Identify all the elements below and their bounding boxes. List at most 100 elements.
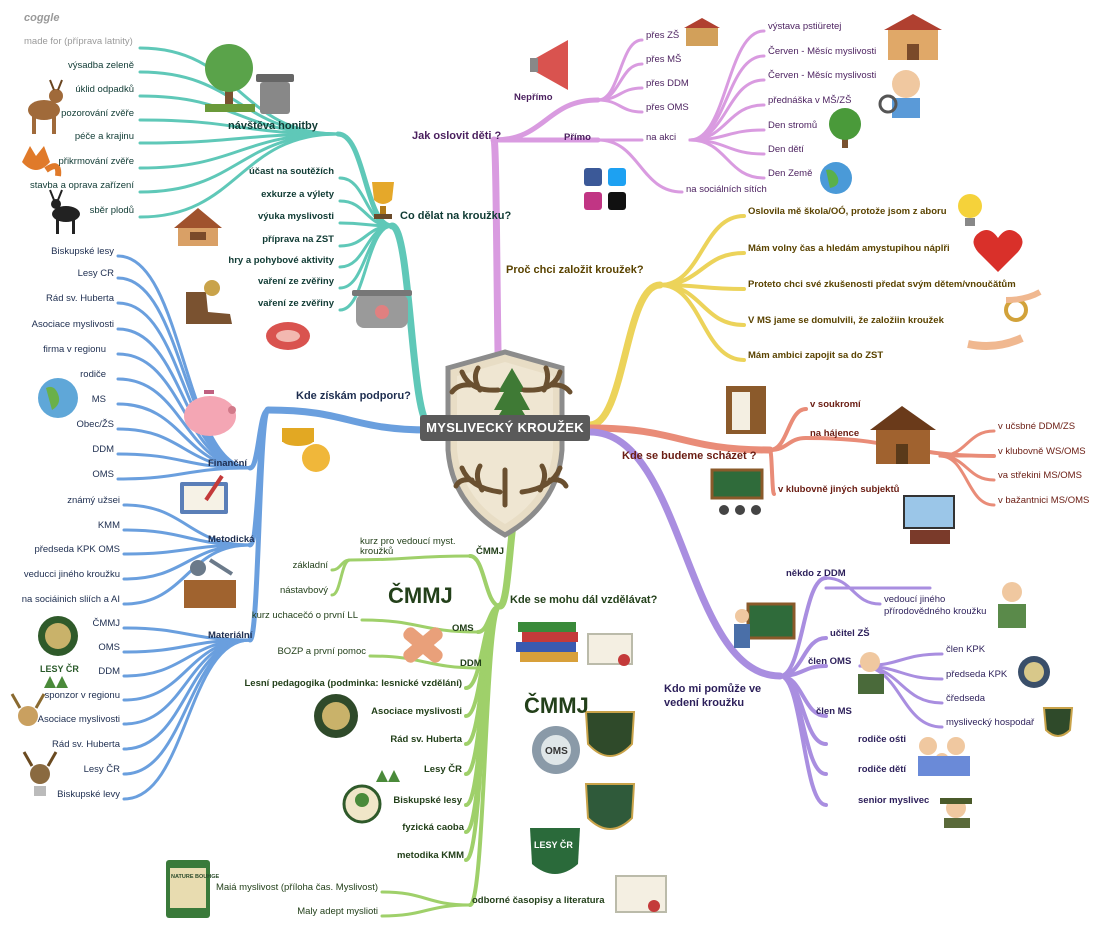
- visit-item[interactable]: sběr plodů: [89, 205, 134, 216]
- education-oms-item[interactable]: kurz uchacečó o první LL: [251, 610, 358, 621]
- visit-item[interactable]: úklid odpadků: [75, 84, 134, 95]
- akce-item[interactable]: Den dětí: [768, 144, 804, 155]
- financni-item[interactable]: OMS: [92, 469, 114, 480]
- financni-item[interactable]: Asociace myslivosti: [31, 319, 114, 330]
- reach-primo[interactable]: Přímo: [564, 132, 591, 143]
- support-materialni[interactable]: Materiální: [208, 630, 253, 641]
- help-item[interactable]: učitel ZŠ: [830, 628, 870, 639]
- where-sub-item[interactable]: va střekini MS/OMS: [998, 470, 1082, 481]
- financni-item[interactable]: Lesy CR: [77, 268, 114, 279]
- where-sub-item[interactable]: v učsbné DDM/ZS: [998, 421, 1076, 432]
- help-branch-title[interactable]: Kdo mi pomůže ve vedení kroužku: [664, 683, 762, 709]
- why-item[interactable]: Proteto chci své zkušenosti předat svým …: [748, 279, 1016, 290]
- activity-item[interactable]: hry a pohybové aktivity: [228, 255, 334, 266]
- education-branch-title[interactable]: Kde se mohu dál vzdělávat?: [510, 594, 658, 606]
- financni-item[interactable]: DDM: [92, 444, 114, 455]
- visit-item[interactable]: výsadba zeleně: [67, 60, 134, 71]
- education-item[interactable]: Biskupské lesy: [393, 795, 462, 806]
- education-nastavbovy[interactable]: nástavbový: [279, 585, 328, 596]
- education-item[interactable]: fyzická caoba: [402, 822, 464, 833]
- activity-item[interactable]: účast na soutěžích: [249, 166, 334, 177]
- activity-item[interactable]: výuka myslivosti: [257, 211, 334, 222]
- akce-item[interactable]: Červen - Měsíc myslivosti: [768, 70, 877, 81]
- reach-na-akci[interactable]: na akci: [646, 132, 677, 143]
- akce-item[interactable]: výstava pstiüretej: [768, 21, 842, 32]
- financni-item[interactable]: Biskupské lesy: [51, 246, 114, 257]
- support-branch-title[interactable]: Kde získám podporu?: [296, 390, 411, 402]
- why-item[interactable]: Mám volny čas a hledám amystupihou náplř…: [748, 243, 950, 254]
- reach-neprimo-item[interactable]: přes MŠ: [646, 54, 682, 65]
- help-oms-item[interactable]: myslivecký hospodař: [946, 717, 1035, 728]
- materialni-item[interactable]: DDM: [98, 666, 120, 677]
- materialni-item[interactable]: ČMMJ: [92, 618, 120, 629]
- activities-branch-title[interactable]: Co dělat na kroužku?: [400, 210, 512, 222]
- casopisy-item[interactable]: Maly adept myslioti: [297, 906, 378, 917]
- financni-item[interactable]: MS: [91, 394, 106, 405]
- where-item[interactable]: na hájence: [810, 428, 860, 439]
- materialni-item[interactable]: Biskupské levy: [57, 789, 120, 800]
- help-oms-item[interactable]: čředseda: [946, 693, 986, 704]
- education-zakladni[interactable]: základní: [292, 560, 328, 571]
- activity-item[interactable]: příprava na ZST: [262, 234, 334, 245]
- support-financni[interactable]: Finanční: [208, 458, 248, 469]
- education-casopisy[interactable]: odborné časopisy a literatura: [472, 895, 605, 906]
- where-sub-item[interactable]: v klubovně WS/OMS: [998, 446, 1086, 457]
- akce-item[interactable]: přednáška v MŠ/ZŠ: [768, 95, 852, 106]
- support-metodicka[interactable]: Metodická: [208, 534, 255, 545]
- visit-item[interactable]: stavba a oprava zařízení: [29, 180, 134, 191]
- why-item[interactable]: Mám ambici zapojit sa do ZST: [748, 350, 884, 361]
- education-item[interactable]: Asociace myslivosti: [371, 706, 462, 717]
- help-oms-item[interactable]: člen KPK: [946, 644, 986, 655]
- activity-item[interactable]: vaření ze zvěřiny: [257, 298, 334, 309]
- education-ddm-item[interactable]: BOZP a první pomoc: [277, 646, 366, 657]
- akce-item[interactable]: Den Země: [768, 168, 813, 179]
- casopisy-item[interactable]: Maiá myslivost (příloha čas. Myslivost): [215, 882, 378, 893]
- materialni-item[interactable]: sponzor v regionu: [44, 690, 120, 701]
- visit-item[interactable]: přikrmování zvěře: [58, 156, 135, 167]
- reach-neprimo-item[interactable]: přes OMS: [646, 102, 689, 113]
- where-item[interactable]: v soukromí: [810, 399, 861, 410]
- materialni-item[interactable]: Lesy ČR: [83, 764, 120, 775]
- education-oms[interactable]: OMS: [452, 623, 474, 634]
- education-item[interactable]: Lesní pedagogika (podminka: lesnické vzd…: [244, 678, 463, 689]
- metodicka-item[interactable]: KMM: [97, 520, 120, 531]
- reach-neprimo[interactable]: Nepřímo: [514, 92, 553, 103]
- why-item[interactable]: Oslovila mě škola/OÓ, protože jsom z abo…: [748, 206, 947, 217]
- where-branch-title[interactable]: Kde se budeme scházet ?: [622, 450, 757, 462]
- coggle-brand[interactable]: coggle: [24, 12, 60, 24]
- financni-item[interactable]: Obec/ŽS: [76, 419, 115, 430]
- akce-item[interactable]: Den stromů: [768, 120, 818, 131]
- financni-item[interactable]: rodiče: [80, 369, 106, 380]
- help-item[interactable]: rodiče ośti: [858, 734, 907, 745]
- help-item[interactable]: člen OMS: [808, 656, 852, 667]
- metodicka-item[interactable]: známý užsei: [67, 495, 120, 506]
- visit-node[interactable]: návštěva honitby: [228, 120, 318, 132]
- financni-item[interactable]: firma v regionu: [43, 344, 106, 355]
- education-item[interactable]: Lesy ČR: [423, 764, 462, 775]
- reach-neprimo-item[interactable]: přes DDM: [646, 78, 689, 89]
- where-item[interactable]: v klubovně jiných subjektů: [778, 484, 900, 495]
- help-item[interactable]: senior myslivec: [858, 795, 930, 806]
- materialni-item[interactable]: Rád sv. Huberta: [52, 739, 120, 750]
- why-item[interactable]: V MS jame se domulvili, že založiin krou…: [748, 315, 944, 326]
- center-shield-icon[interactable]: [445, 349, 573, 538]
- akce-item[interactable]: Červen - Měsíc myslivosti: [768, 46, 877, 57]
- education-cmmj[interactable]: ČMMJ: [476, 546, 504, 557]
- education-item[interactable]: metodika KMM: [396, 850, 464, 861]
- education-ddm[interactable]: DDM: [460, 658, 482, 669]
- center-title[interactable]: MYSLIVECKÝ KROUŽEK: [420, 415, 590, 441]
- metodicka-item[interactable]: na sociáinich sliích a AI: [21, 594, 120, 605]
- activity-item[interactable]: vaření ze zvěřiny: [257, 276, 334, 287]
- materialni-item[interactable]: Asociace myslivosti: [37, 714, 120, 725]
- reach-branch-title[interactable]: Jak oslovit děti ?: [412, 130, 502, 142]
- visit-item[interactable]: péče a krajinu: [74, 131, 134, 142]
- help-oms-item[interactable]: předseda KPK: [946, 669, 1008, 680]
- education-item[interactable]: Rád sv. Huberta: [390, 734, 462, 745]
- materialni-item[interactable]: OMS: [98, 642, 120, 653]
- education-kurz[interactable]: kurz pro vedoucí myst. kroužků: [360, 536, 456, 557]
- activity-item[interactable]: exkurze a výlety: [261, 189, 334, 200]
- why-branch-title[interactable]: Proč chci založit kroužek?: [506, 264, 644, 276]
- where-sub-item[interactable]: v bažantnici MS/OMS: [998, 495, 1090, 506]
- visit-item[interactable]: pozorování zvěře: [61, 108, 134, 119]
- help-item[interactable]: někdo z DDM: [786, 568, 846, 579]
